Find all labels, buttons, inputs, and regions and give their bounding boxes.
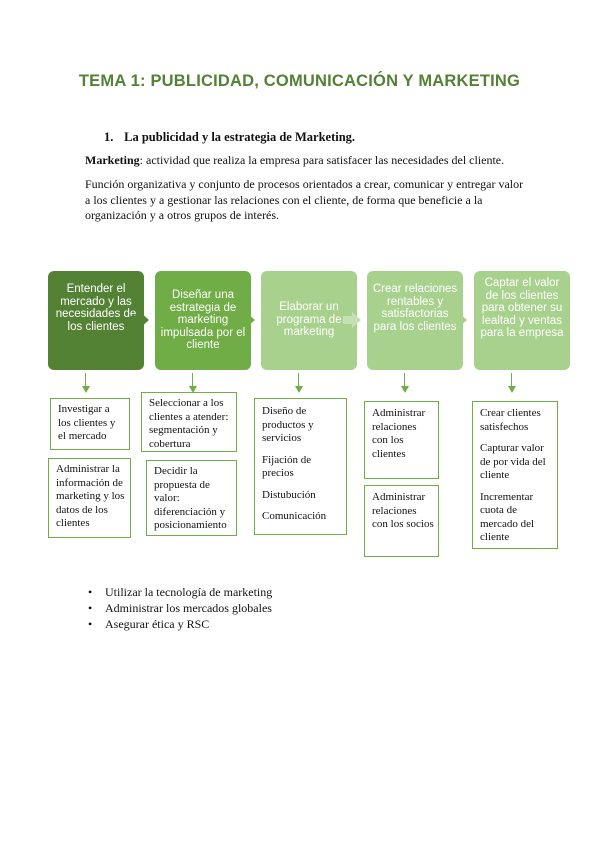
detail-item: Seleccionar a los clientes a atender: se… [149,397,229,450]
stage-2-box: Diseñar una estrategia de marketing impu… [155,271,251,370]
arrow-down-icon [401,373,409,393]
detail-item: Incrementar cuota de mercado del cliente [480,490,535,544]
detail-item: Comunicación [262,510,327,522]
stage-3-box: Elaborar un programa de marketing [261,271,357,370]
detail-item: Distubución [262,488,316,501]
section-heading-text: La publicidad y la estrategia de Marketi… [124,130,356,144]
arrow-right-icon [237,312,255,328]
detail-item: Administrar relaciones con los socios [372,491,434,530]
detail-item: Investigar a los clientes y el mercado [58,403,116,442]
section-heading: 1. La publicidad y la estrategia de Mark… [104,130,355,145]
detail-box: Crear clientes satisfechos Capturar valo… [472,401,558,549]
arrow-right-icon [449,312,467,328]
list-item: Utilizar la tecnología de marketing [88,584,272,600]
detail-box: Administrar relaciones con los socios [364,485,439,557]
stage-4-box: Crear relaciones rentables y satisfactor… [367,271,463,370]
detail-item: Crear clientes satisfechos [480,407,541,433]
detail-item: Administrar relaciones con los clientes [372,407,426,460]
list-item: Administrar los mercados globales [88,600,272,616]
detail-box: Administrar la información de marketing … [48,458,131,538]
arrow-right-icon [343,312,361,328]
definition-text: : actividad que realiza la empresa para … [139,153,505,167]
detail-item: Decidir la propuesta de valor: diferenci… [154,465,227,531]
list-item: Asegurar ética y RSC [88,616,272,632]
stage-5-box: Captar el valor de los clientes para obt… [474,271,570,370]
page-title: TEMA 1: PUBLICIDAD, COMUNICACIÓN Y MARKE… [78,72,521,90]
detail-box: Administrar relaciones con los clientes [364,401,439,479]
stage-1-box: Entender el mercado y las necesidades de… [48,271,144,370]
arrow-right-icon [131,312,149,328]
arrow-down-icon [295,373,303,393]
detail-box: Seleccionar a los clientes a atender: se… [141,392,237,452]
section-number: 1. [104,130,114,144]
marketing-definition: Marketing: actividad que realiza la empr… [85,153,525,169]
arrow-down-icon [508,373,516,393]
marketing-paragraph: Función organizativa y conjunto de proce… [85,177,524,222]
arrow-down-icon [82,373,90,393]
detail-box: Investigar a los clientes y el mercado [50,398,130,450]
detail-item: Administrar la información de marketing … [56,463,125,529]
detail-item: Fijación de precios [262,453,312,480]
detail-box: Diseño de productos y servicios Fijación… [254,398,347,535]
arrow-down-icon [189,373,197,393]
definition-term: Marketing [85,153,140,167]
detail-box: Decidir la propuesta de valor: diferenci… [146,460,237,536]
detail-item: Diseño de productos y servicios [262,405,314,444]
detail-item: Capturar valor de por vida del cliente [480,442,546,481]
bullet-list: Utilizar la tecnología de marketing Admi… [88,584,272,632]
